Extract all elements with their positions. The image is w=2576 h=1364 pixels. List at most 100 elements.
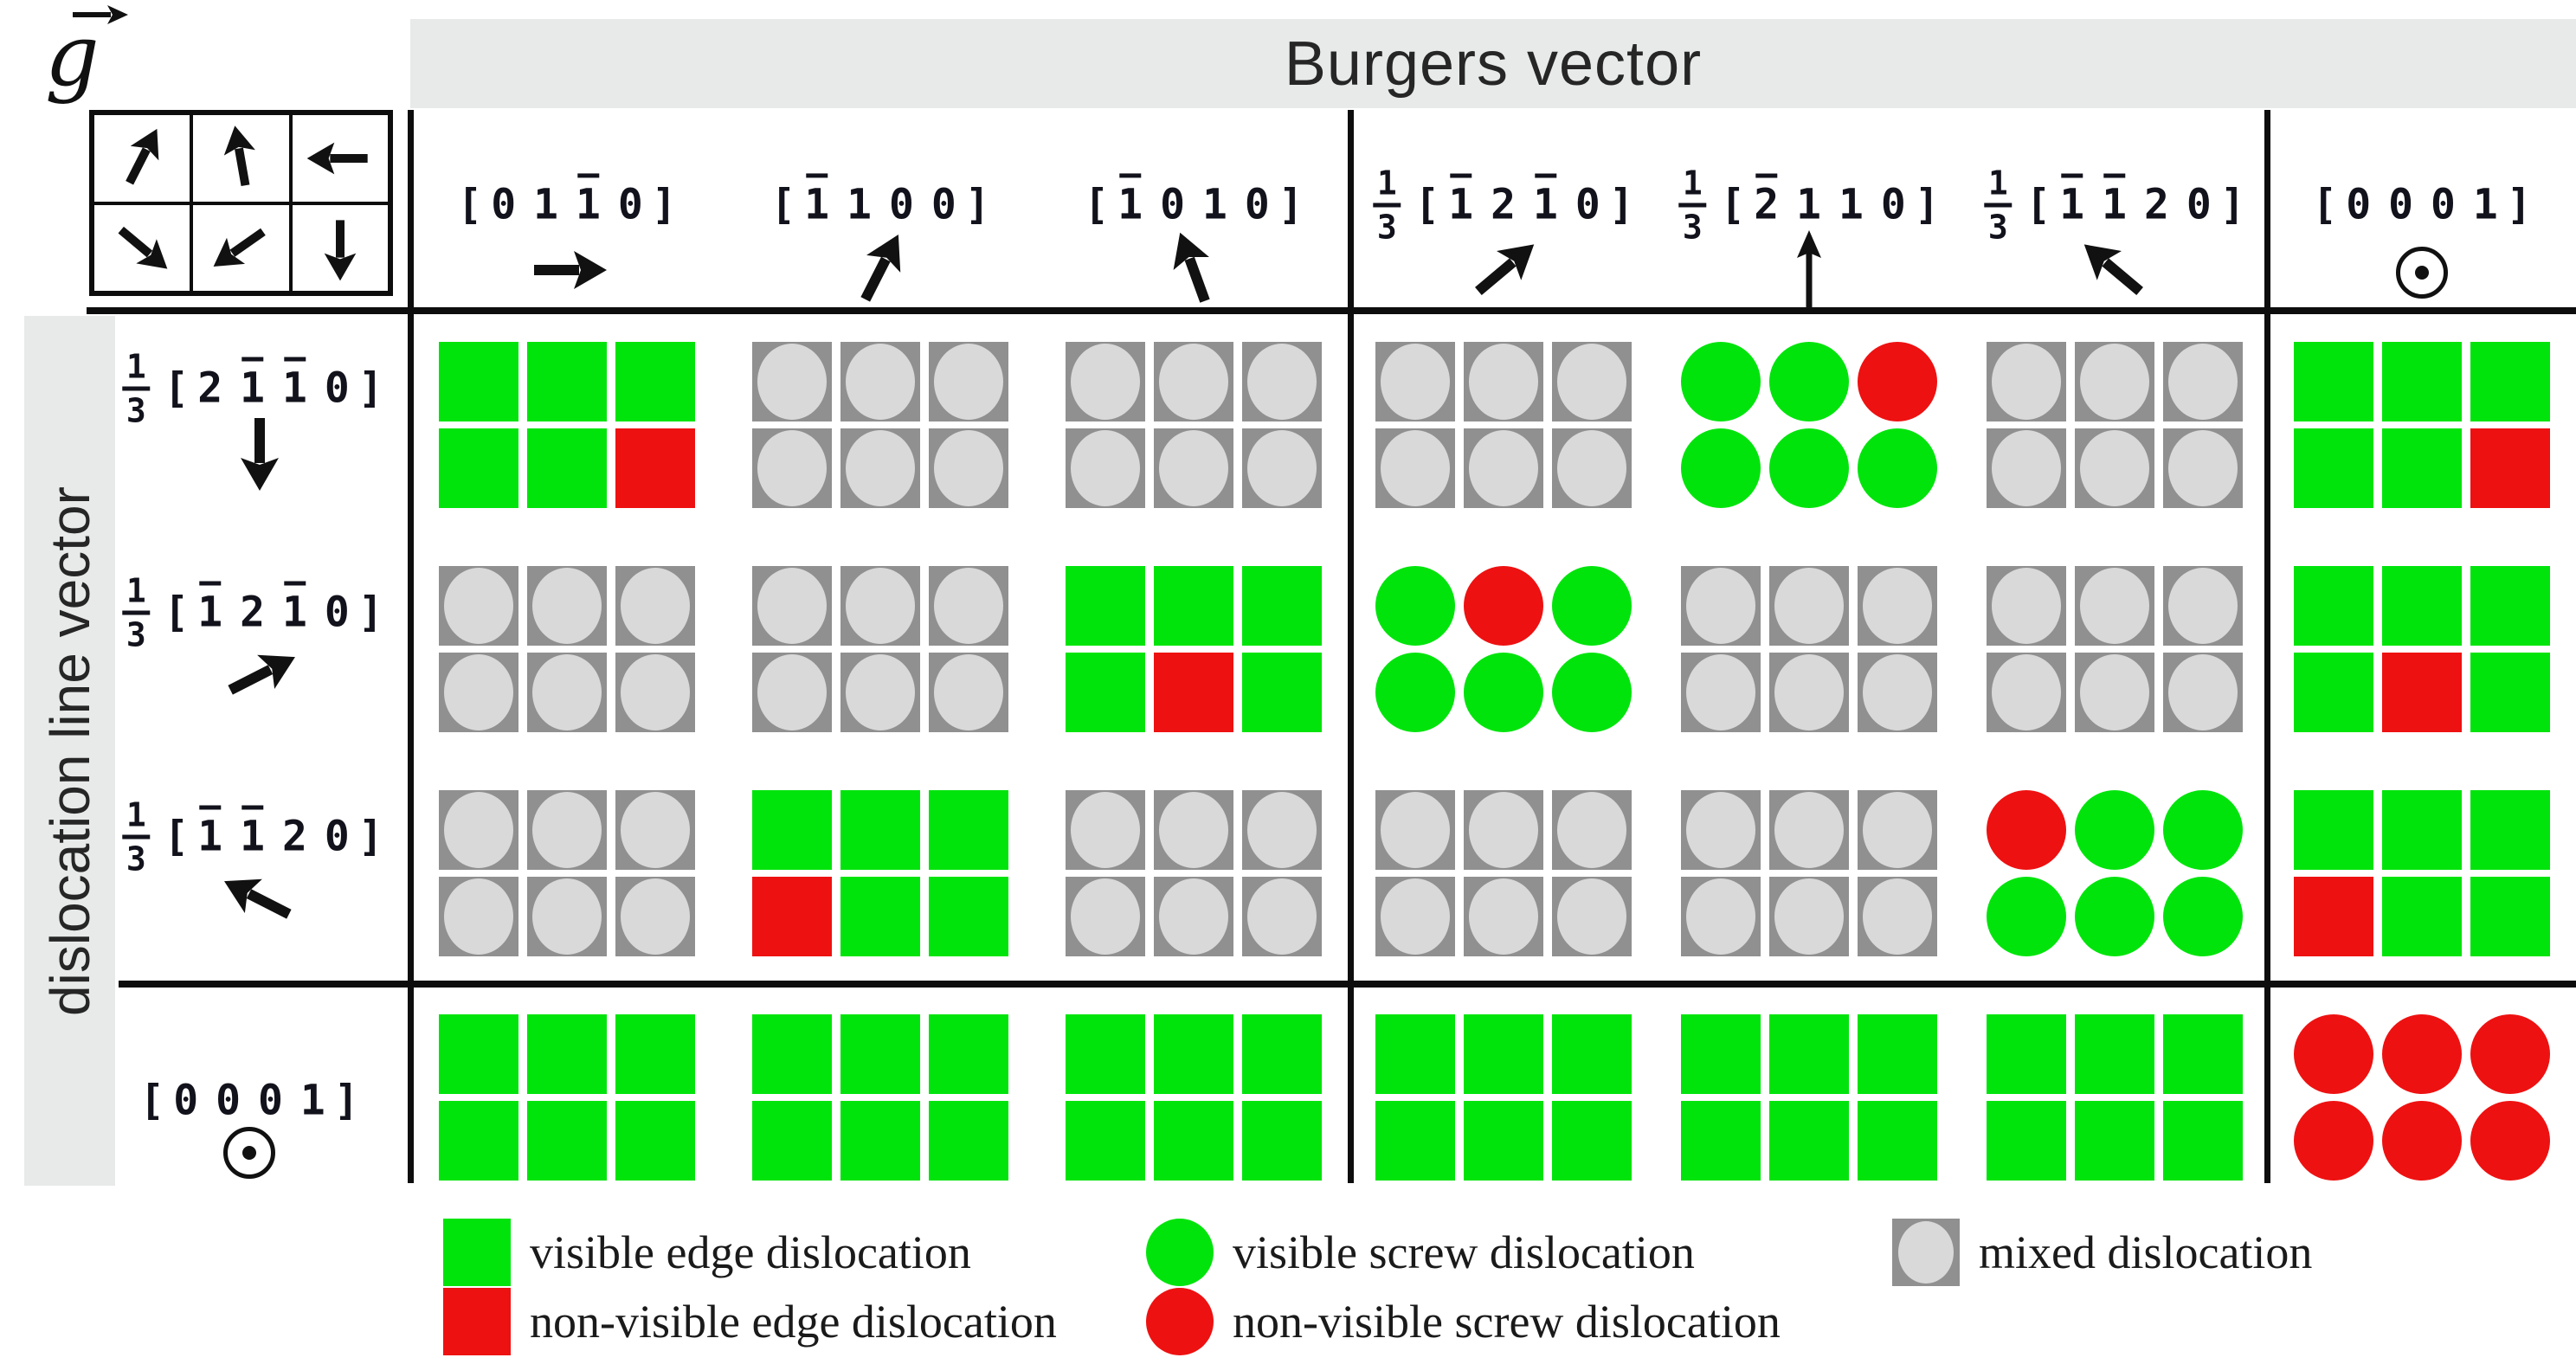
- direction-arrow-icon: [224, 125, 256, 186]
- mixed-dislocation-icon: [1154, 428, 1233, 508]
- row-divider-line: [119, 981, 2576, 988]
- mixed-dislocation-icon: [1987, 428, 2066, 508]
- visible-edge-dislocation-icon: [439, 1101, 518, 1181]
- result-cell-r4-c7: [2294, 1014, 2550, 1181]
- g-direction-cell: [292, 204, 388, 291]
- mixed-dislocation-icon: [527, 566, 607, 646]
- visible-edge-dislocation-icon: [2294, 566, 2373, 646]
- result-cell-r4-c6: [1987, 1014, 2243, 1181]
- mixed-dislocation-icon: [1154, 877, 1233, 956]
- line-vector-band: dislocation line vector: [24, 316, 115, 1186]
- g-vector-label: g: [45, 3, 128, 101]
- visible-edge-dislocation-icon: [439, 1014, 518, 1094]
- mixed-dislocation-icon: [1242, 428, 1322, 508]
- visible-edge-dislocation-icon: [527, 428, 607, 508]
- result-cell-r2-c2: [752, 566, 1008, 732]
- mixed-dislocation-icon: [1681, 790, 1761, 870]
- mixed-dislocation-icon: [527, 653, 607, 732]
- visible-edge-dislocation-icon: [2075, 1101, 2154, 1181]
- burgers-vector-band: Burgers vector: [410, 19, 2576, 108]
- visible-edge-dislocation-icon: [1987, 1014, 2066, 1094]
- visible-edge-dislocation-icon: [439, 428, 518, 508]
- mixed-dislocation-icon: [439, 790, 518, 870]
- table-left-border: [408, 110, 414, 1183]
- mixed-dislocation-icon: [1858, 653, 1937, 732]
- non-visible-screw-dislocation-icon: [1858, 342, 1937, 421]
- vector-arrow-icon: [73, 5, 128, 24]
- visible-edge-dislocation-icon: [929, 1014, 1008, 1094]
- visible-edge-dislocation-icon: [2382, 428, 2462, 508]
- mixed-dislocation-icon: [1242, 877, 1322, 956]
- result-cell-r4-c5: [1681, 1014, 1937, 1181]
- visible-screw-dislocation-icon: [2075, 877, 2154, 956]
- visible-edge-dislocation-icon: [527, 342, 607, 421]
- result-cell-r4-c1: [439, 1014, 695, 1181]
- legend-label: non-visible screw dislocation: [1233, 1296, 1781, 1348]
- visible-screw-dislocation-icon: [1375, 566, 1455, 646]
- mixed-dislocation-icon: [1066, 342, 1145, 421]
- visible-edge-dislocation-icon: [840, 1014, 920, 1094]
- visible-screw-dislocation-icon: [1769, 342, 1849, 421]
- visible-edge-dislocation-icon: [1242, 653, 1322, 732]
- burgers-direction-arrow: [1768, 228, 1851, 312]
- mixed-dislocation-icon: [2075, 653, 2154, 732]
- g-direction-cell: [94, 115, 190, 202]
- mixed-dislocation-icon: [2163, 428, 2243, 508]
- mixed-dislocation-icon: [1769, 566, 1849, 646]
- column-divider-1: [1348, 110, 1354, 1183]
- direction-arrow-icon: [860, 235, 901, 302]
- visible-edge-dislocation-icon: [439, 342, 518, 421]
- result-cell-r2-c3: [1066, 566, 1322, 732]
- visible-screw-dislocation-icon: [2075, 790, 2154, 870]
- mixed-dislocation-icon: [1769, 653, 1849, 732]
- visible-edge-dislocation-icon: [2470, 790, 2550, 870]
- mixed-dislocation-icon: [1552, 342, 1632, 421]
- visible-edge-dislocation-icon: [615, 342, 695, 421]
- visible-edge-dislocation-icon: [2294, 342, 2373, 421]
- column-divider-2: [2264, 110, 2270, 1183]
- mixed-dislocation-icon: [840, 653, 920, 732]
- line-direction-arrow: [218, 409, 301, 492]
- non-visible-screw-dislocation-icon: [2470, 1014, 2550, 1094]
- visible-screw-dislocation-icon: [1375, 653, 1455, 732]
- result-cell-r4-c3: [1066, 1014, 1322, 1181]
- visible-edge-dislocation-icon: [527, 1014, 607, 1094]
- result-cell-r2-c4: [1375, 566, 1632, 732]
- visible-edge-dislocation-icon: [1242, 566, 1322, 646]
- result-cell-r3-c3: [1066, 790, 1322, 956]
- legend-label: visible screw dislocation: [1233, 1226, 1695, 1278]
- legend-red-square-swatch: [443, 1288, 511, 1355]
- mixed-dislocation-icon: [1464, 877, 1543, 956]
- visible-edge-dislocation-icon: [1987, 1101, 2066, 1181]
- legend-green-square-swatch: [443, 1219, 511, 1286]
- visible-screw-dislocation-icon: [1681, 342, 1761, 421]
- mixed-dislocation-icon: [929, 566, 1008, 646]
- mixed-dislocation-icon: [1375, 428, 1455, 508]
- burgers-direction-arrow: [1462, 228, 1545, 312]
- mixed-dislocation-icon: [1681, 877, 1761, 956]
- visible-edge-dislocation-icon: [2382, 790, 2462, 870]
- mixed-dislocation-icon: [1464, 428, 1543, 508]
- mixed-dislocation-icon: [1681, 653, 1761, 732]
- mixed-dislocation-icon: [1066, 877, 1145, 956]
- non-visible-screw-dislocation-icon: [1464, 566, 1543, 646]
- visible-edge-dislocation-icon: [752, 790, 832, 870]
- direction-arrow-icon: [1173, 232, 1210, 303]
- mixed-dislocation-icon: [929, 653, 1008, 732]
- burgers-direction-arrow: [525, 228, 609, 312]
- mixed-dislocation-icon: [752, 653, 832, 732]
- mixed-dislocation-icon: [615, 653, 695, 732]
- visible-edge-dislocation-icon: [1066, 1101, 1145, 1181]
- legend-green-circle-swatch: [1146, 1219, 1214, 1286]
- g-direction-cell: [292, 115, 388, 202]
- mixed-dislocation-icon: [1464, 790, 1543, 870]
- mixed-dislocation-icon: [929, 342, 1008, 421]
